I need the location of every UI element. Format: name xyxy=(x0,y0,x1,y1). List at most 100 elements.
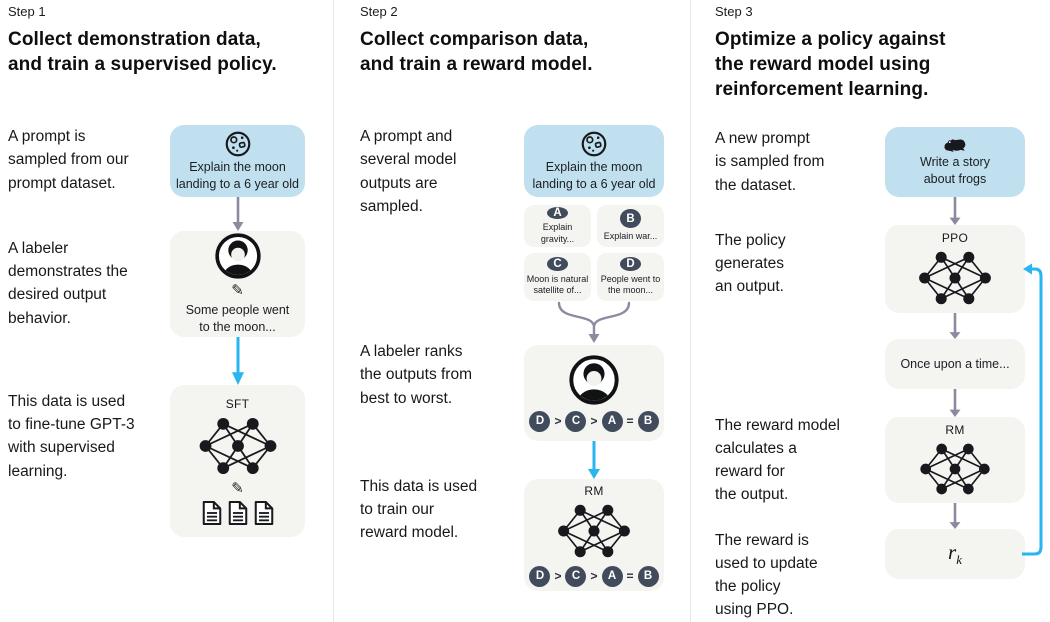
step-1-flow: Explain the moon landing to a 6 year old… xyxy=(170,125,305,538)
pencil-icon: ✎ xyxy=(231,281,244,299)
documents-row xyxy=(201,500,275,526)
caption: A prompt and several model outputs are s… xyxy=(360,128,457,215)
labeler-ranking-box: D > C > A = B xyxy=(524,345,664,442)
output-box-a: A Explain gravity... xyxy=(524,205,591,248)
output-badge: C xyxy=(547,257,568,271)
ranking-operator: > xyxy=(554,414,562,429)
document-icon xyxy=(227,500,249,526)
arrow-down-icon xyxy=(230,197,246,231)
column-body: A prompt and several model outputs are s… xyxy=(360,125,690,592)
caption: The policy generates an output. xyxy=(715,231,786,296)
document-icon xyxy=(201,500,223,526)
ranking: D > C > A = B xyxy=(529,565,659,587)
arrow-down-icon xyxy=(947,197,963,225)
caption: A labeler demonstrates the desired outpu… xyxy=(8,239,128,327)
ranking-operator: > xyxy=(590,414,598,429)
arrow-down-icon xyxy=(947,313,963,339)
ranking-badge: C xyxy=(565,565,587,587)
frog-icon xyxy=(942,136,968,154)
ranking-operator: = xyxy=(626,569,634,584)
step-label: Step 3 xyxy=(715,4,753,19)
output-text: People went to the moon... xyxy=(600,273,661,296)
arrow-down-blue-icon xyxy=(586,441,602,479)
ranking: D > C > A = B xyxy=(529,410,659,432)
caption-list: A prompt is sampled from our prompt data… xyxy=(8,125,158,537)
caption-list: A new prompt is sampled from the dataset… xyxy=(715,127,875,622)
caption: This data is used to train our reward mo… xyxy=(360,477,478,542)
reward-box: rk xyxy=(885,529,1025,580)
arrow-down-icon xyxy=(947,389,963,417)
column-step-3: Step 3 Optimize a policy against the rew… xyxy=(690,0,1050,622)
step-2-flow: Explain the moon landing to a 6 year old… xyxy=(524,125,664,592)
output-box-d: D People went to the moon... xyxy=(597,253,664,302)
column-body: A prompt is sampled from our prompt data… xyxy=(8,125,333,538)
neural-net-icon xyxy=(916,249,994,307)
neural-net-icon xyxy=(918,441,992,497)
column-heading: Collect comparison data, and train a rew… xyxy=(360,29,593,76)
model-label: RM xyxy=(584,483,604,498)
model-label: SFT xyxy=(225,396,250,411)
prompt-text: Explain the moon landing to a 6 year old xyxy=(175,160,299,192)
model-outputs-grid: A Explain gravity... B Explain war... C … xyxy=(524,205,664,302)
labeler-avatar-icon xyxy=(215,233,261,279)
ranking-badge: B xyxy=(637,565,659,587)
caption: The reward is used to update the policy … xyxy=(715,531,818,619)
output-box-c: C Moon is natural satellite of... xyxy=(524,253,591,302)
output-badge: A xyxy=(547,206,568,219)
ranking-badge: A xyxy=(601,565,623,587)
pencil-icon: ✎ xyxy=(231,479,244,497)
output-text: Explain gravity... xyxy=(540,221,575,244)
prompt-text: Explain the moon landing to a 6 year old xyxy=(532,160,656,192)
column-heading: Collect demonstration data, and train a … xyxy=(8,29,277,76)
feedback-loop-arrow xyxy=(1022,263,1043,556)
neural-net-icon xyxy=(197,415,279,477)
demonstration-text: Some people went to the moon... xyxy=(185,302,290,334)
ranking-operator: = xyxy=(626,414,634,429)
ranking-badge: D xyxy=(529,565,551,587)
step-label: Step 1 xyxy=(8,4,46,19)
arrow-down-blue-icon xyxy=(230,337,246,385)
output-badge: D xyxy=(620,257,641,271)
output-text: Explain war... xyxy=(603,231,658,242)
model-label: RM xyxy=(945,423,965,438)
output-text: Moon is natural satellite of... xyxy=(526,273,589,296)
step-label: Step 2 xyxy=(360,4,398,19)
document-icon xyxy=(253,500,275,526)
ranking-badge: A xyxy=(601,410,623,432)
rm-model-box: RM xyxy=(885,417,1025,504)
moon-icon xyxy=(223,129,253,159)
output-text: Once upon a time... xyxy=(900,356,1010,371)
sft-model-box: SFT ✎ xyxy=(170,385,305,538)
output-box-b: B Explain war... xyxy=(597,205,664,248)
output-badge: B xyxy=(620,209,641,229)
prompt-box: Write a story about frogs xyxy=(885,127,1025,198)
ranking-operator: > xyxy=(554,569,562,584)
model-label: PPO xyxy=(941,231,969,246)
caption: A new prompt is sampled from the dataset… xyxy=(715,130,825,194)
step-3-flow: Write a story about frogs PPO Once upon … xyxy=(885,127,1043,622)
caption: A prompt is sampled from our prompt data… xyxy=(8,128,129,192)
column-heading: Optimize a policy against the reward mod… xyxy=(715,29,946,101)
ppo-model-box: PPO xyxy=(885,225,1025,314)
caption-list: A prompt and several model outputs are s… xyxy=(360,125,510,591)
column-step-2: Step 2 Collect comparison data, and trai… xyxy=(333,0,690,622)
moon-icon xyxy=(579,129,609,159)
prompt-text: Write a story about frogs xyxy=(920,155,990,187)
column-body: A new prompt is sampled from the dataset… xyxy=(715,127,1050,622)
rm-model-box: RM D > C > A = B xyxy=(524,479,664,592)
ranking-badge: D xyxy=(529,410,551,432)
caption: The reward model calculates a reward for… xyxy=(715,416,840,504)
generated-output-box: Once upon a time... xyxy=(885,339,1025,390)
ranking-badge: C xyxy=(565,410,587,432)
merge-arrow-icon xyxy=(524,301,664,345)
labeler-avatar-icon xyxy=(569,355,619,405)
prompt-box: Explain the moon landing to a 6 year old xyxy=(524,125,664,198)
labeler-box: ✎ Some people went to the moon... xyxy=(170,231,305,338)
prompt-box: Explain the moon landing to a 6 year old xyxy=(170,125,305,198)
column-step-1: Step 1 Collect demonstration data, and t… xyxy=(0,0,333,622)
caption: This data is used to fine-tune GPT-3 wit… xyxy=(8,392,135,480)
caption: A labeler ranks the outputs from best to… xyxy=(360,343,473,407)
reward-value: rk xyxy=(948,540,962,568)
ranking-badge: B xyxy=(637,410,659,432)
